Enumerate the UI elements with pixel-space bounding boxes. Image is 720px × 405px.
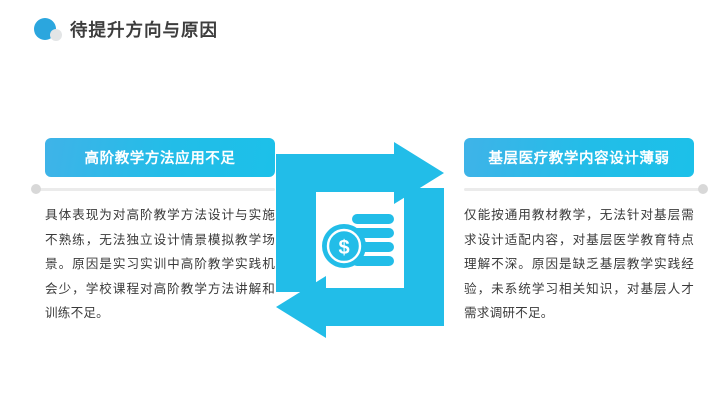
divider-line-icon [464, 188, 703, 191]
arrow-right-icon [276, 142, 444, 292]
column-divider-left [31, 184, 275, 194]
content-column-left: 高阶教学方法应用不足 具体表现为对高阶教学方法设计与实施不熟练，无法独立设计情景… [31, 138, 275, 326]
cycle-arrows-graphic: $ [276, 142, 444, 338]
column-divider-right [464, 184, 708, 194]
coins-dollar-icon: $ [322, 214, 394, 268]
column-badge-label-right: 基层医疗教学内容设计薄弱 [488, 151, 670, 167]
page-title: 待提升方向与原因 [70, 19, 218, 40]
cycle-arrows-svg: $ [276, 142, 444, 338]
divider-dot-icon [698, 184, 708, 194]
column-body-right: 仅能按通用教材教学，无法针对基层需求设计适配内容，对基层医学教育特点理解不深。原… [464, 208, 694, 320]
divider-dot-icon [31, 184, 41, 194]
header-bullet-group [34, 14, 68, 44]
content-column-right: 基层医疗教学内容设计薄弱 仅能按通用教材教学，无法针对基层需求设计适配内容，对基… [464, 138, 708, 326]
arrow-left-icon [276, 188, 444, 338]
divider-line-icon [36, 188, 275, 191]
column-badge-left: 高阶教学方法应用不足 [45, 138, 275, 177]
circle-small-icon [50, 29, 62, 41]
column-badge-label-left: 高阶教学方法应用不足 [84, 151, 236, 167]
column-body-left: 具体表现为对高阶教学方法设计与实施不熟练，无法独立设计情景模拟教学场景。原因是实… [45, 208, 275, 320]
page-header: 待提升方向与原因 [34, 12, 218, 46]
svg-text:$: $ [338, 237, 349, 259]
column-badge-right: 基层医疗教学内容设计薄弱 [464, 138, 694, 177]
